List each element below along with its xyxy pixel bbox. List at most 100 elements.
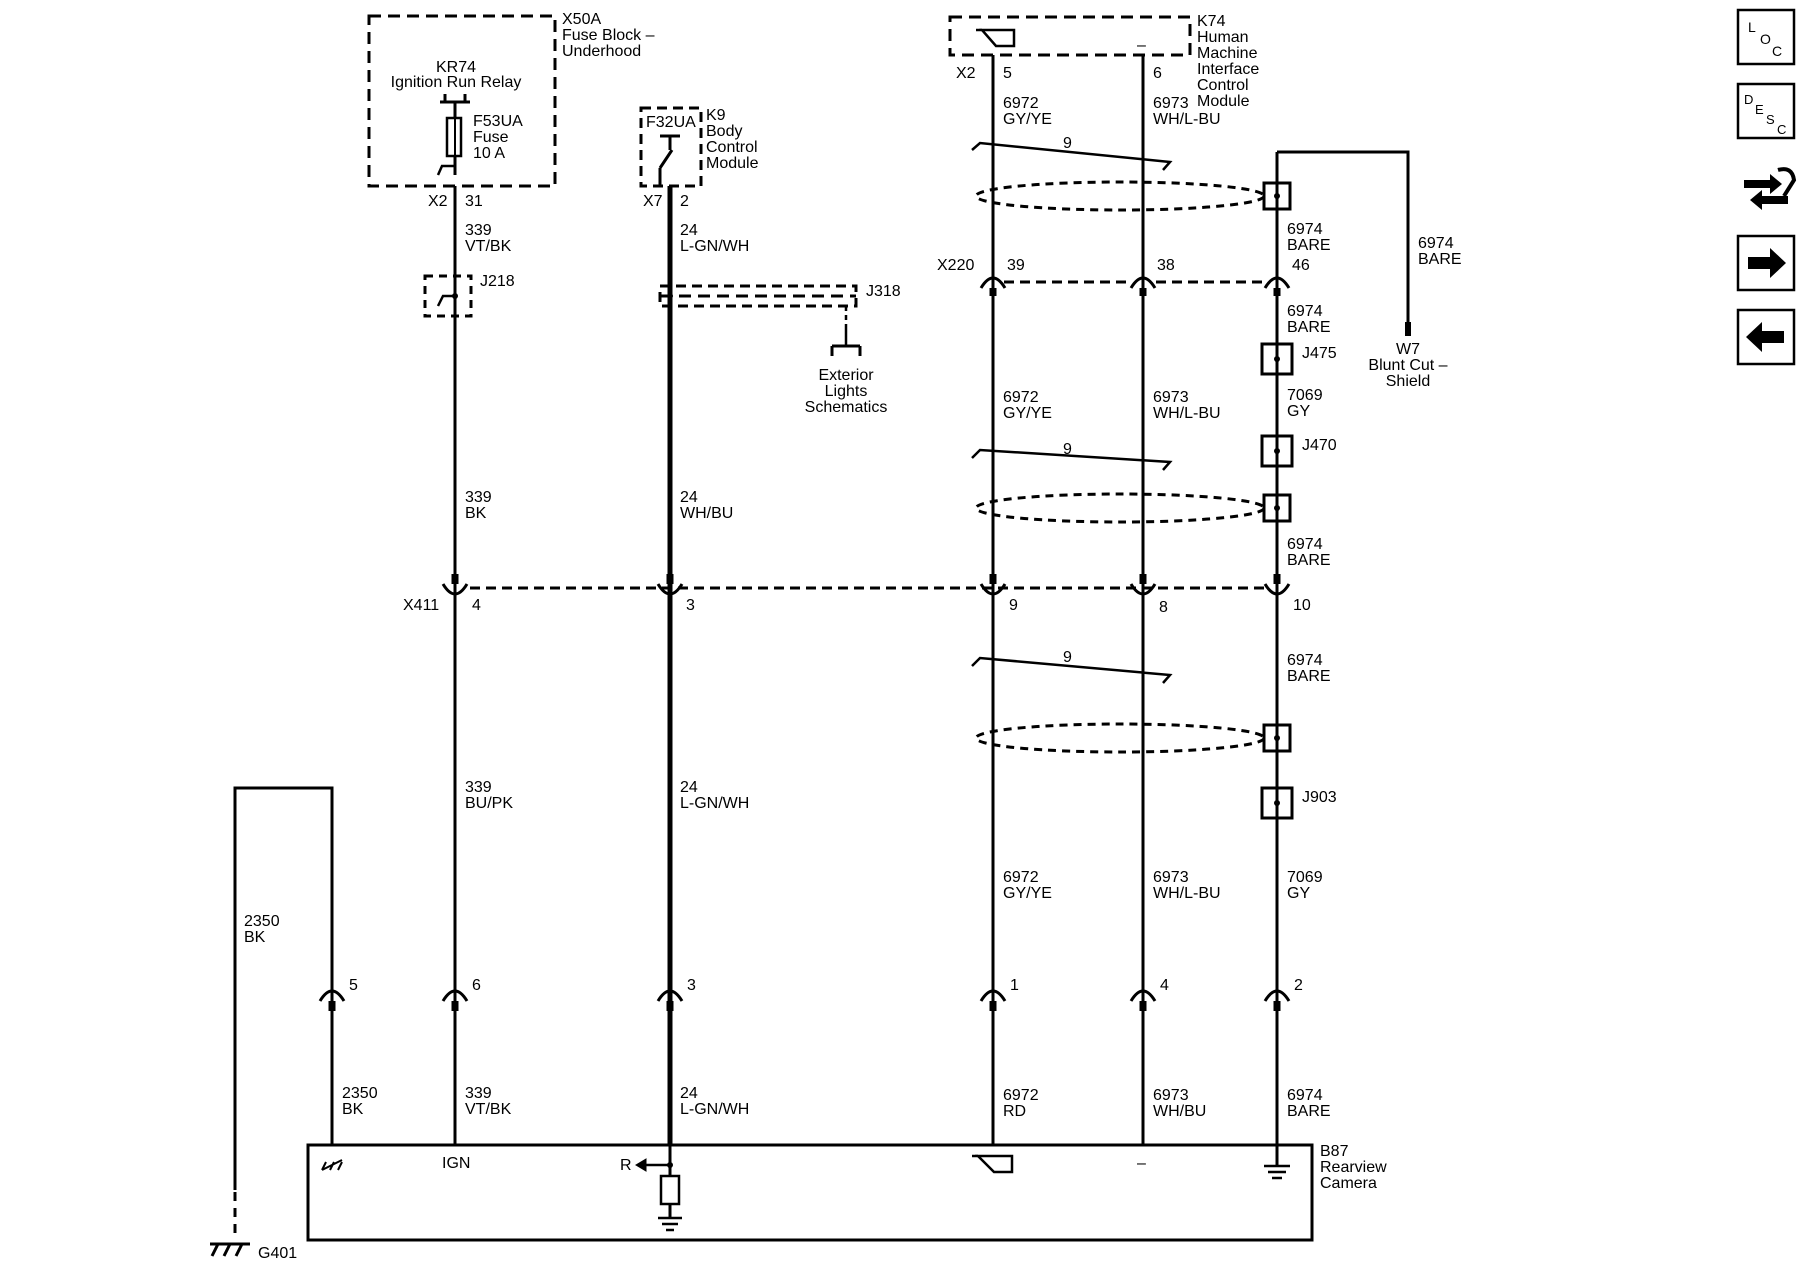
wire-label: BU/PK — [465, 795, 513, 812]
ground-label: G401 — [258, 1245, 297, 1262]
wire-label: 6972 — [1003, 1087, 1039, 1104]
shield-name-2: Shield — [1386, 373, 1430, 390]
wire-label: 6972 — [1003, 389, 1039, 406]
fuse-rating: 10 A — [473, 145, 505, 162]
next-page-button[interactable] — [1736, 234, 1796, 292]
cam-pin-2: 6 — [472, 977, 481, 994]
twist-count-1: 9 — [1063, 135, 1072, 152]
x220-pin-1: 39 — [1007, 257, 1025, 274]
twisted-pair-3 — [971, 656, 1173, 684]
wire-label: 6974 — [1287, 536, 1323, 553]
hmi-x-conn: X2 — [956, 65, 976, 82]
junction-dots — [452, 193, 1280, 1168]
loc-letter-1: L — [1748, 19, 1756, 35]
relay-name: Ignition Run Relay — [391, 74, 522, 91]
j470-label: J470 — [1302, 437, 1337, 454]
fuse-block-x-conn: X2 — [428, 193, 448, 210]
connector-x411 — [441, 574, 1291, 596]
cam-pin-3: 3 — [687, 977, 696, 994]
hmi-pin-a: 5 — [1003, 65, 1012, 82]
wire-label: BARE — [1287, 237, 1331, 254]
loc-letter-2: O — [1760, 31, 1771, 47]
wire-label: 7069 — [1287, 387, 1323, 404]
wire-label: 2350 — [244, 913, 280, 930]
wire-label: BK — [244, 929, 266, 946]
wire-label: WH/L-BU — [1153, 405, 1221, 422]
wire-label: 6974 — [1287, 303, 1323, 320]
camera-connector — [318, 989, 1291, 1011]
ext-lights-1: Exterior — [818, 367, 874, 384]
wire-label: GY/YE — [1003, 405, 1052, 422]
wire-label: GY — [1287, 885, 1310, 902]
hmi-name-2: Machine — [1197, 45, 1258, 62]
x411-pin-2: 3 — [686, 597, 695, 614]
wire-label: 339 — [465, 222, 492, 239]
cam-pin-5: 4 — [1160, 977, 1169, 994]
twist-count-3: 9 — [1063, 649, 1072, 666]
connector-swap-button[interactable] — [1738, 158, 1797, 214]
desc-letter-1: D — [1744, 92, 1753, 107]
hmi-pin-b: 6 — [1153, 65, 1162, 82]
wire-label: 6974 — [1287, 1087, 1323, 1104]
cam-pin-1: 5 — [349, 977, 358, 994]
location-button[interactable]: L O C — [1736, 8, 1796, 66]
wire-label: 339 — [465, 489, 492, 506]
wire-label: 339 — [465, 779, 492, 796]
shield-color: BARE — [1418, 251, 1462, 268]
twisted-pair-2 — [971, 448, 1173, 471]
cam-pin-6: 2 — [1294, 977, 1303, 994]
ext-lights-3: Schematics — [805, 399, 888, 416]
connector-swap-icon — [1744, 174, 1788, 210]
wire-label: RD — [1003, 1103, 1026, 1120]
wire-label: 339 — [465, 1085, 492, 1102]
wire-2350 — [233, 786, 334, 1225]
twisted-pair-1 — [971, 141, 1173, 171]
fuse-block-title-1: Fuse Block – — [562, 27, 655, 44]
j218-label: J218 — [480, 273, 515, 290]
x411-pin-3: 9 — [1009, 597, 1018, 614]
fuse-block-outline — [367, 14, 557, 188]
camera-ign-pin: IGN — [442, 1155, 470, 1172]
j318-label: J318 — [866, 283, 901, 300]
hmi-name-5: Module — [1197, 93, 1250, 110]
bcm-x-conn: X7 — [643, 193, 663, 210]
fuse-ref: F53UA — [473, 113, 523, 130]
hmi-name-1: Human — [1197, 29, 1249, 46]
x220-pin-2: 38 — [1157, 257, 1175, 274]
desc-letter-3: S — [1766, 112, 1775, 127]
wire-label: 6974 — [1287, 652, 1323, 669]
j903-label: J903 — [1302, 789, 1337, 806]
relay-ref: KR74 — [436, 59, 476, 76]
wire-label: 6973 — [1153, 869, 1189, 886]
wire-label: 24 — [680, 779, 698, 796]
previous-page-button[interactable] — [1736, 308, 1796, 366]
bcm-name-3: Module — [706, 155, 759, 172]
bcm-pin: 2 — [680, 193, 689, 210]
exterior-lights-link[interactable]: Exterior Lights Schematics — [805, 367, 888, 416]
x220-pin-3: 46 — [1292, 257, 1310, 274]
fuse-block-pin: 31 — [465, 193, 483, 210]
description-button[interactable]: D E S C — [1736, 82, 1796, 140]
wire-label: L-GN/WH — [680, 238, 749, 255]
x411-pin-4: 8 — [1159, 599, 1168, 616]
wire-label: VT/BK — [465, 238, 512, 255]
video-signal-icon — [979, 28, 1016, 48]
wire-label: WH/BU — [680, 505, 733, 522]
wire-label: 24 — [680, 489, 698, 506]
connector-x220 — [979, 276, 1291, 296]
shield-circuit: 6974 — [1418, 235, 1454, 252]
camera-minus: – — [1137, 1155, 1146, 1172]
wire-label: 6972 — [1003, 869, 1039, 886]
hmi-name-4: Control — [1197, 77, 1249, 94]
wire-label: 24 — [680, 1085, 698, 1102]
shield-ref: W7 — [1396, 341, 1420, 358]
wire-label: GY/YE — [1003, 885, 1052, 902]
hmi-ref: K74 — [1197, 13, 1226, 30]
wire-label: GY/YE — [1003, 111, 1052, 128]
wire-label: L-GN/WH — [680, 1101, 749, 1118]
wire-label: 6973 — [1153, 1087, 1189, 1104]
fuse-block-title-2: Underhood — [562, 43, 641, 60]
bcm-name-2: Control — [706, 139, 758, 156]
